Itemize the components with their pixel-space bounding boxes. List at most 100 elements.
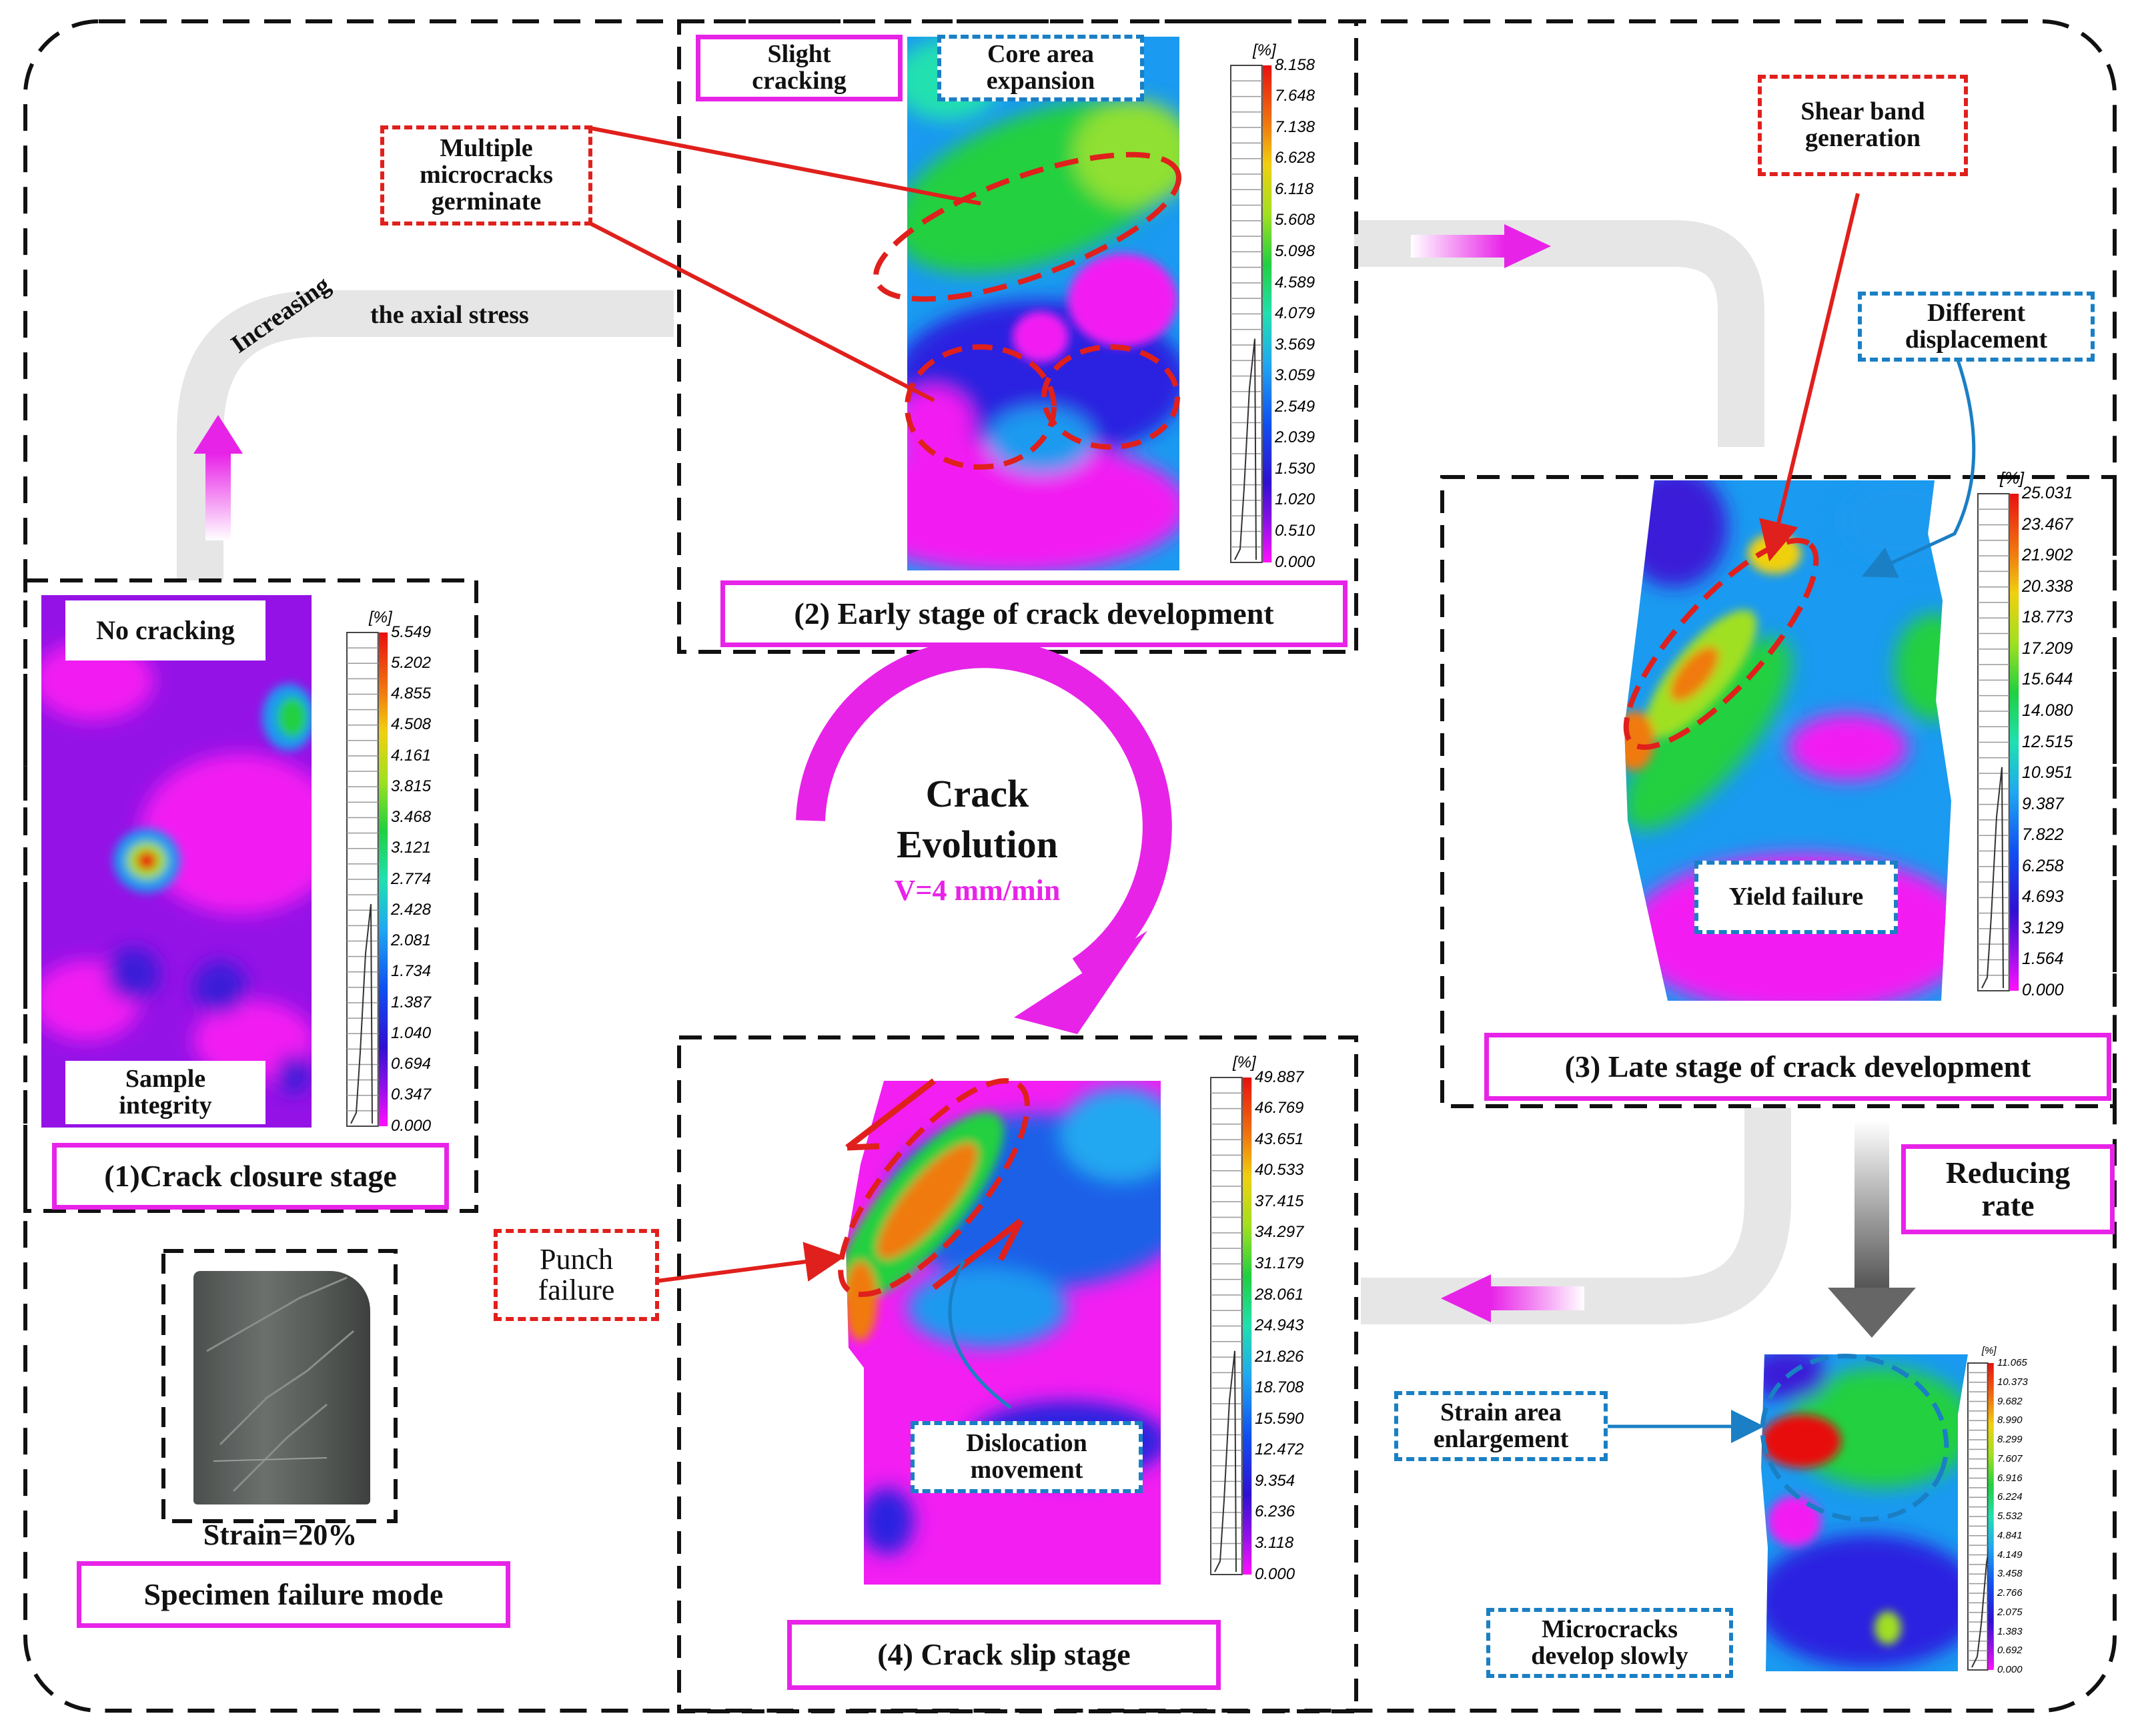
left-arrow-icon	[1441, 1274, 1584, 1322]
punch-arrow	[656, 1242, 845, 1283]
scale-tick-label: 2.774	[391, 869, 432, 888]
scale-tick-label: 6.224	[1997, 1491, 2023, 1503]
scale-tick-label: 15.644	[2022, 670, 2073, 689]
scale-tick-label: 46.769	[1255, 1099, 1304, 1118]
slip-arrow-bottom	[932, 1218, 1023, 1290]
scale-histogram-stage1	[350, 903, 373, 1124]
scale-tick-label: 0.000	[1255, 1565, 1295, 1583]
crack-ellipse-2	[905, 344, 1057, 470]
scale-tick-label: 2.766	[1997, 1587, 2023, 1599]
strain-ellipse	[1760, 1353, 1949, 1523]
scale-strip-small	[1988, 1363, 1994, 1670]
scale-tick-label: 1.020	[1275, 490, 1315, 509]
strain-area-label: Strain area enlargement	[1394, 1391, 1608, 1461]
specimen-title: Specimen failure mode	[77, 1561, 510, 1628]
scale-tick-label: 8.158	[1275, 55, 1315, 74]
scale-strip-stage1	[379, 632, 388, 1126]
scale-tick-label: 25.031	[2022, 484, 2073, 502]
rate-label: V=4 mm/min	[894, 874, 1061, 907]
stage1-title: (1)Crack closure stage	[52, 1143, 449, 1210]
dislocation-curve	[948, 1260, 1012, 1410]
scale-strip-stage2	[1263, 65, 1272, 562]
flow-pipe-2	[1354, 220, 1764, 447]
color-scales	[346, 65, 2019, 1671]
punch-failure-label: Punch failure	[494, 1229, 659, 1321]
scale-tick-label: 3.121	[391, 839, 432, 857]
scale-tick-label: 2.428	[391, 900, 432, 919]
scale-tick-label: 9.354	[1255, 1471, 1295, 1490]
contour-stage4	[846, 1081, 1161, 1585]
scale-tick-label: 49.887	[1255, 1067, 1304, 1086]
displacement-arrow	[1861, 360, 1976, 578]
up-arrow-icon	[193, 415, 243, 540]
scale-tick-label: 10.373	[1997, 1376, 2028, 1388]
scale-tick-label: 3.569	[1275, 335, 1315, 354]
scale-tick-label: 24.943	[1255, 1316, 1304, 1335]
scale-tick-label: 6.236	[1255, 1502, 1295, 1521]
slip-arrow-top	[845, 1078, 936, 1151]
scale-tick-label: 3.468	[391, 808, 432, 827]
scale-tick-label: 4.841	[1997, 1529, 2023, 1541]
scale-tick-label: 6.916	[1997, 1472, 2023, 1484]
scale-tick-label: 3.129	[2022, 918, 2064, 937]
evolution-arrowhead-icon	[1014, 931, 1147, 1034]
shear-band-ellipse	[1623, 538, 1819, 750]
scale-tick-label: 2.039	[1275, 428, 1315, 447]
scale-tick-label: 37.415	[1255, 1192, 1304, 1210]
scale-tick-label: 0.000	[2022, 981, 2064, 999]
scale-tick-label: 4.855	[391, 685, 432, 703]
scale-unit: [%]	[1253, 41, 1276, 59]
scale-tick-label: 1.734	[391, 962, 432, 981]
scale-tick-label: 8.299	[1997, 1434, 2023, 1445]
scale-unit: [%]	[1981, 1345, 1997, 1356]
scale-tick-label: 3.815	[391, 777, 432, 795]
scale-tick-label: 2.549	[1275, 397, 1315, 416]
scale-tick-label: 31.179	[1255, 1254, 1304, 1272]
scale-tick-label: 0.692	[1997, 1645, 2023, 1657]
scale-tick-label: 1.387	[391, 993, 432, 1011]
evolution-arrow	[796, 638, 1172, 983]
scale-tick-label: 4.589	[1275, 273, 1315, 292]
scale-tick-label: 3.458	[1997, 1568, 2023, 1580]
stage2-title: (2) Early stage of crack development	[720, 580, 1348, 647]
scale-tick-label: 9.682	[1997, 1395, 2023, 1407]
scale-tick-label: 18.773	[2022, 608, 2073, 627]
right-arrow-icon	[1411, 224, 1551, 268]
scale-tick-label: 0.510	[1275, 522, 1315, 540]
scale-tick-label: 0.000	[1997, 1664, 2023, 1675]
slip-ellipse	[838, 1077, 1030, 1298]
contour-stage1	[41, 595, 312, 1128]
scale-tick-label: 5.608	[1275, 211, 1315, 230]
scale-tick-label: 3.118	[1255, 1534, 1294, 1553]
scale-tick-label: 2.075	[1997, 1606, 2023, 1618]
slight-cracking-label: Slight cracking	[696, 35, 903, 101]
scale-tick-label: 0.000	[1275, 552, 1315, 571]
scale-unit: [%]	[2000, 469, 2025, 488]
pointer-line-2	[589, 222, 935, 402]
scale-tick-label: 6.258	[2022, 856, 2064, 875]
scale-strip-stage4	[1243, 1077, 1252, 1575]
crack-ellipse-3	[1041, 344, 1180, 450]
scale-histogram-stage4	[1214, 1350, 1237, 1573]
microcracks-slow-label: Microcracks develop slowly	[1486, 1608, 1733, 1678]
crack-ellipse-1	[873, 151, 1181, 302]
scale-tick-label: 14.080	[2022, 701, 2073, 720]
scale-tick-label: 18.708	[1255, 1378, 1304, 1397]
scale-tick-label: 20.338	[2022, 576, 2073, 596]
scale-tick-label: 0.000	[391, 1116, 432, 1135]
scale-tick-label: 5.549	[391, 622, 432, 641]
contour-small	[1761, 1354, 1968, 1671]
scale-strip-stage3	[2010, 494, 2019, 991]
scale-unit: [%]	[1233, 1053, 1256, 1071]
scale-tick-label: 0.347	[391, 1086, 432, 1104]
flow-pipe	[177, 290, 674, 580]
scale-tick-label: 21.826	[1255, 1347, 1304, 1366]
scale-tick-label: 1.383	[1997, 1625, 2023, 1637]
scale-tick-label: 5.202	[391, 653, 432, 672]
scale-tick-label: 11.065	[1997, 1357, 2027, 1368]
axial-stress-label-right: the axial stress	[370, 301, 529, 329]
scale-tick-label: 17.209	[2022, 638, 2073, 658]
stage4-title: (4) Crack slip stage	[787, 1620, 1221, 1690]
scale-tick-label: 40.533	[1255, 1161, 1304, 1180]
sample-integrity-label: Sample integrity	[65, 1061, 265, 1124]
